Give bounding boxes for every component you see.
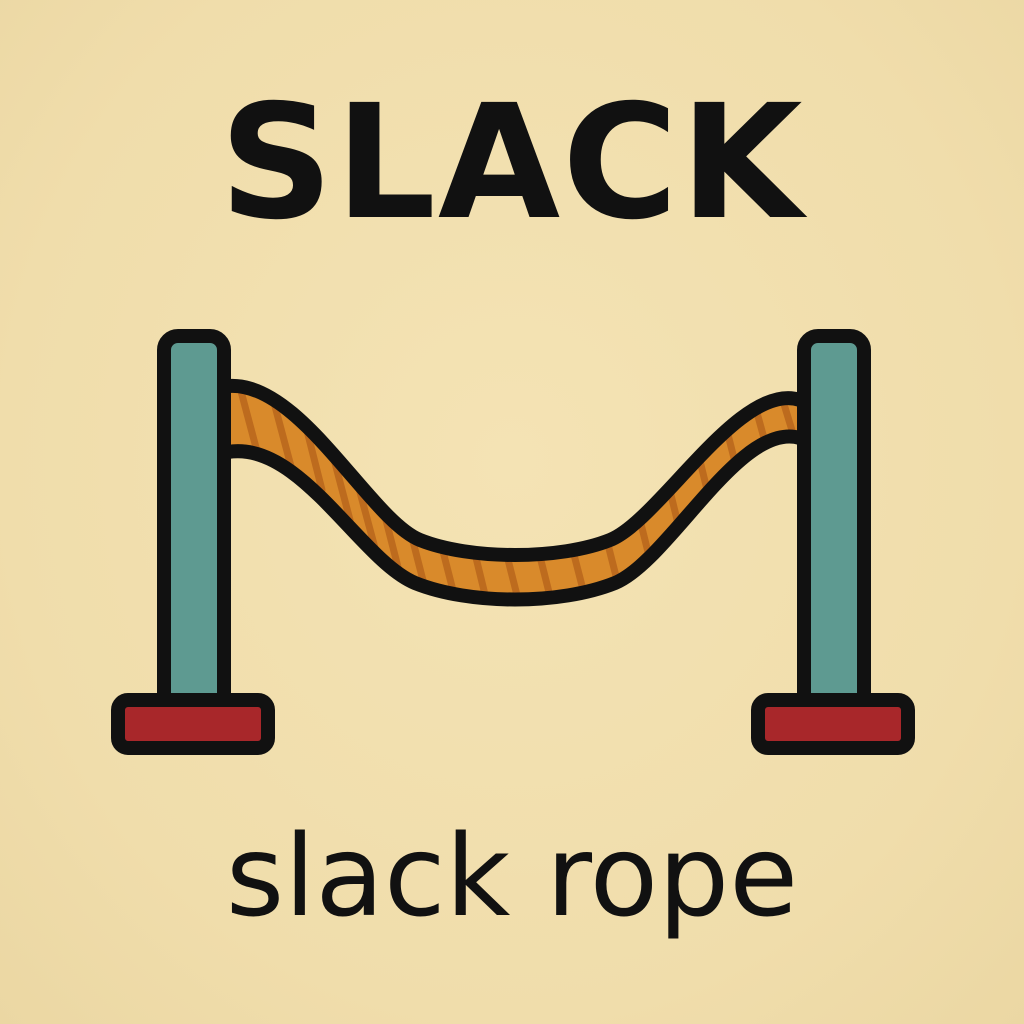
word-caption: slack rope bbox=[225, 812, 799, 942]
word-title: SLACK bbox=[219, 71, 805, 255]
right-post bbox=[751, 329, 915, 755]
left-post bbox=[111, 329, 275, 755]
rope bbox=[221, 378, 807, 607]
